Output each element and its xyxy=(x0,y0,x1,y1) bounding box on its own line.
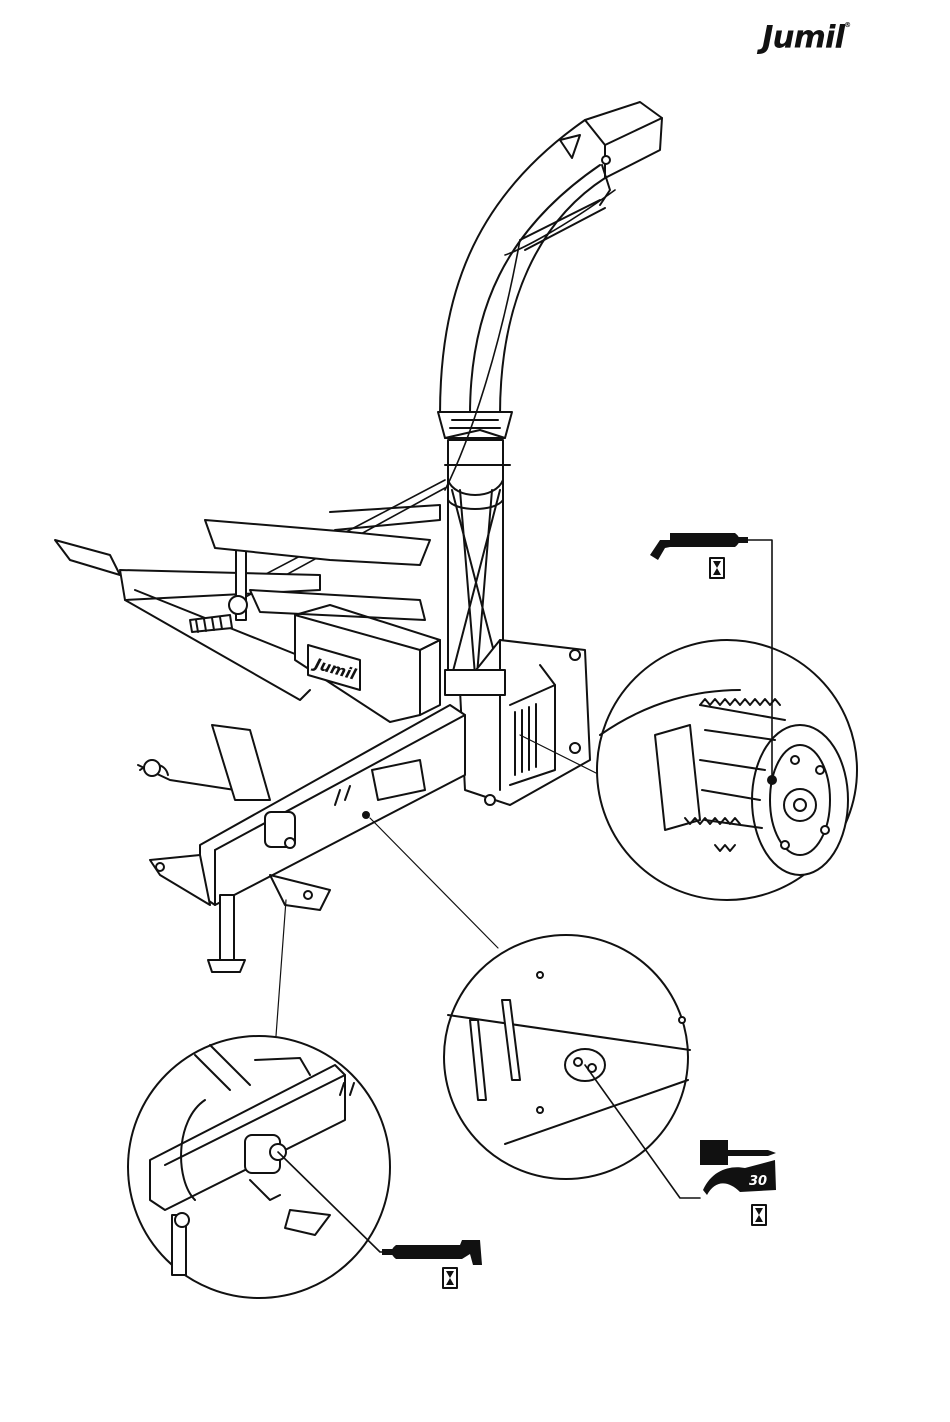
grease-gun-icon xyxy=(650,533,748,560)
brush-icon xyxy=(700,1140,776,1165)
grease-gun-icon xyxy=(382,1240,482,1265)
oil-can-icon: 30 xyxy=(703,1160,776,1195)
feeder-arm xyxy=(55,540,320,700)
oil-can-label: 30 xyxy=(749,1174,767,1189)
discharge-spout xyxy=(440,102,662,415)
jack-detail-circle xyxy=(128,1036,390,1298)
hourglass-icon xyxy=(443,1268,457,1288)
rotor-detail-circle xyxy=(597,640,857,900)
hourglass-icon xyxy=(752,1205,766,1225)
gearbox-housing: Jumil xyxy=(295,605,440,722)
hourglass-icon xyxy=(710,558,724,578)
plate-detail-circle xyxy=(444,935,690,1179)
